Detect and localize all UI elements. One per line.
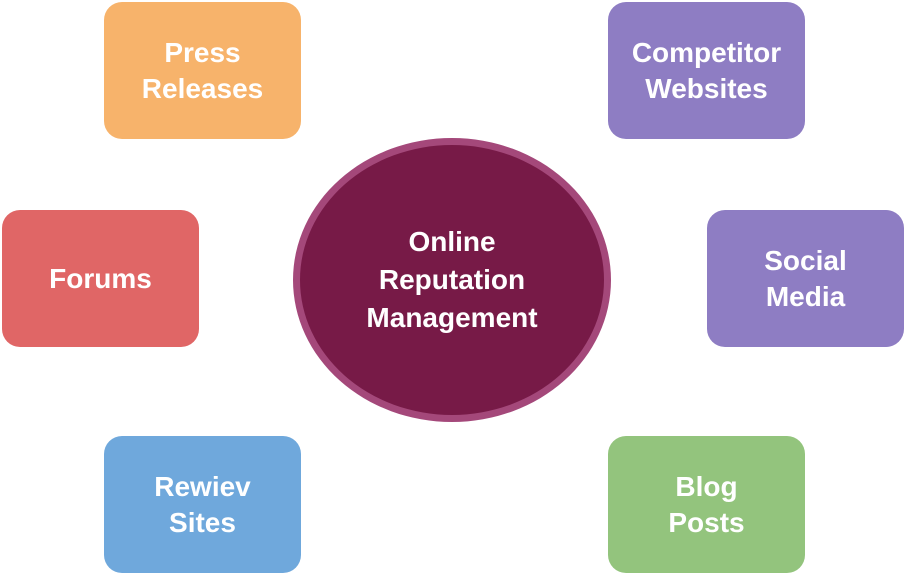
press-releases-label: Press Releases <box>141 36 264 104</box>
blog-posts-label: Blog Posts <box>668 470 745 538</box>
blog-posts-box: Blog Posts <box>608 436 805 573</box>
review-sites-box: Rewiev Sites <box>104 436 301 573</box>
social-media-box: Social Media <box>707 210 904 347</box>
competitor-websites-box: Competitor Websites <box>608 2 805 139</box>
social-media-label: Social Media <box>764 244 847 312</box>
forums-label: Forums <box>49 262 152 294</box>
competitor-websites-label: Competitor Websites <box>631 36 782 104</box>
center-node: Online Reputation Management <box>293 138 611 422</box>
review-sites-label: Rewiev Sites <box>154 470 251 538</box>
center-label: Online Reputation Management <box>366 226 538 333</box>
press-releases-box: Press Releases <box>104 2 301 139</box>
forums-box: Forums <box>2 210 199 347</box>
